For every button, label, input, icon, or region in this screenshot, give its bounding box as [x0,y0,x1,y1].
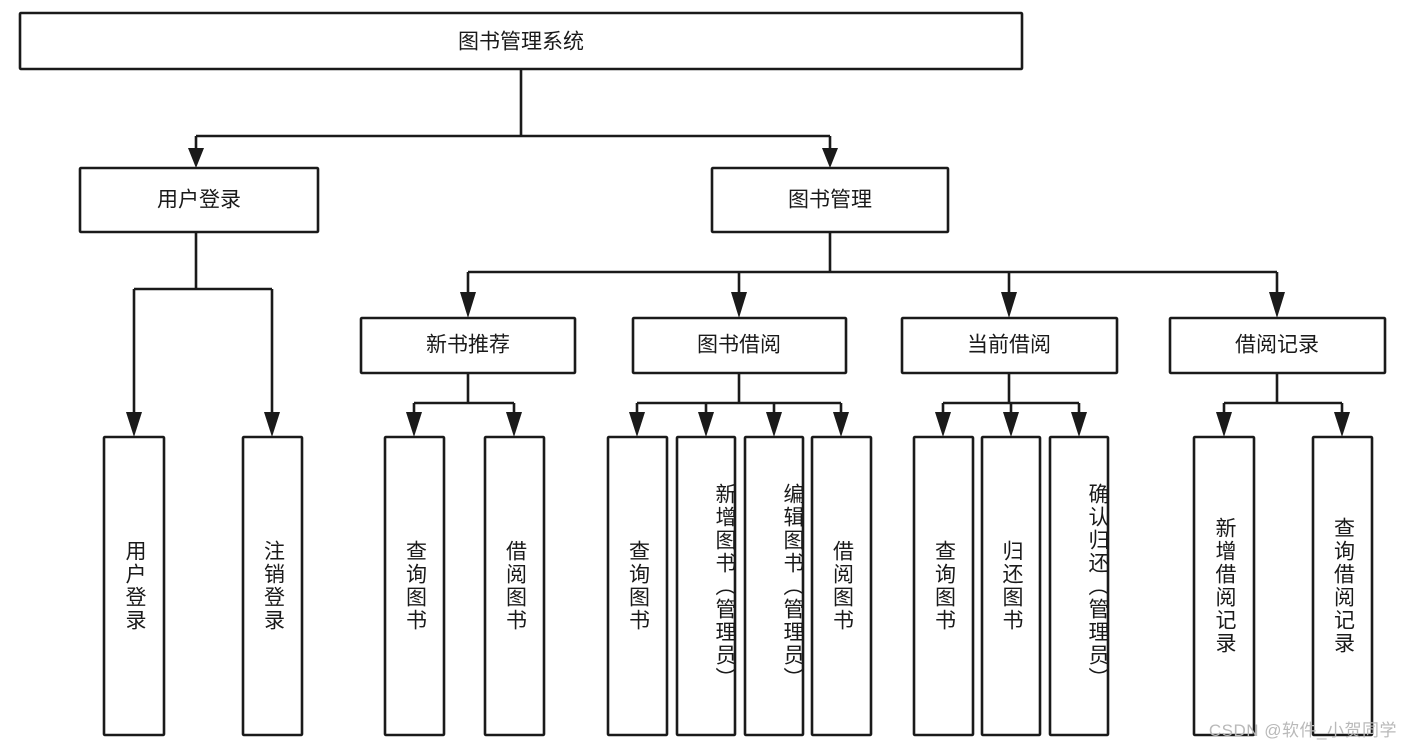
arrow-head-leaf-user-login [126,412,142,437]
node-leaf-user-login[interactable] [102,435,166,737]
arrow-head-leaf-logout [264,412,280,437]
arrow-head-new-book-rec [460,292,476,318]
node-leaf-br-query[interactable] [1311,435,1374,737]
node-leaf-cb-return[interactable] [980,435,1042,737]
label-user-login: 用户登录 [157,189,241,212]
node-borrow-record[interactable] [1168,316,1387,375]
label-current-borrow: 当前借阅 [967,334,1051,357]
node-book-manage[interactable] [710,166,950,234]
node-leaf-rec-query[interactable] [383,435,446,737]
node-leaf-bb-query[interactable] [606,435,669,737]
arrow-head-leaf-bb-add [698,412,714,437]
arrow-head-current-borrow [1001,292,1017,318]
csdn-watermark: CSDN @软件_小贺同学 [1208,721,1397,740]
label-new-book-rec: 新书推荐 [426,334,510,357]
node-user-login[interactable] [78,166,320,234]
arrow-head-leaf-bb-borrow [833,412,849,437]
node-root[interactable] [18,11,1024,71]
node-current-borrow[interactable] [900,316,1119,375]
arrow-head-leaf-cb-return [1003,412,1019,437]
horizontal-label-layer: 图书管理系统 用户登录 图书管理 新书推荐 图书借阅 当前借阅 借阅记录 [157,31,1319,357]
node-leaf-logout[interactable] [241,435,304,737]
node-box-layer [18,11,1387,737]
arrow-head-user-login [188,148,204,168]
label-book-borrow: 图书借阅 [697,334,781,357]
node-leaf-bb-edit[interactable] [743,435,805,737]
connector-layer [126,69,1350,437]
arrow-head-leaf-bb-edit [766,412,782,437]
node-leaf-br-add[interactable] [1192,435,1256,737]
node-leaf-cb-confirm[interactable] [1048,435,1110,737]
arrow-head-leaf-br-add [1216,412,1232,437]
arrow-head-leaf-br-query [1334,412,1350,437]
arrow-head-borrow-record [1269,292,1285,318]
label-root: 图书管理系统 [458,31,584,54]
node-leaf-bb-borrow[interactable] [810,435,873,737]
node-leaf-cb-query[interactable] [912,435,975,737]
arrow-head-leaf-cb-query [935,412,951,437]
arrow-head-book-borrow [731,292,747,318]
arrow-head-leaf-rec-borrow [506,412,522,437]
arrow-head-leaf-bb-query [629,412,645,437]
label-book-manage: 图书管理 [788,189,872,212]
node-new-book-rec[interactable] [359,316,577,375]
arrow-head-book-manage [822,148,838,168]
arrow-head-leaf-cb-confirm [1071,412,1087,437]
label-borrow-record: 借阅记录 [1235,334,1319,357]
node-leaf-rec-borrow[interactable] [483,435,546,737]
arrow-head-leaf-rec-query [406,412,422,437]
node-leaf-bb-add[interactable] [675,435,737,737]
node-book-borrow[interactable] [631,316,848,375]
